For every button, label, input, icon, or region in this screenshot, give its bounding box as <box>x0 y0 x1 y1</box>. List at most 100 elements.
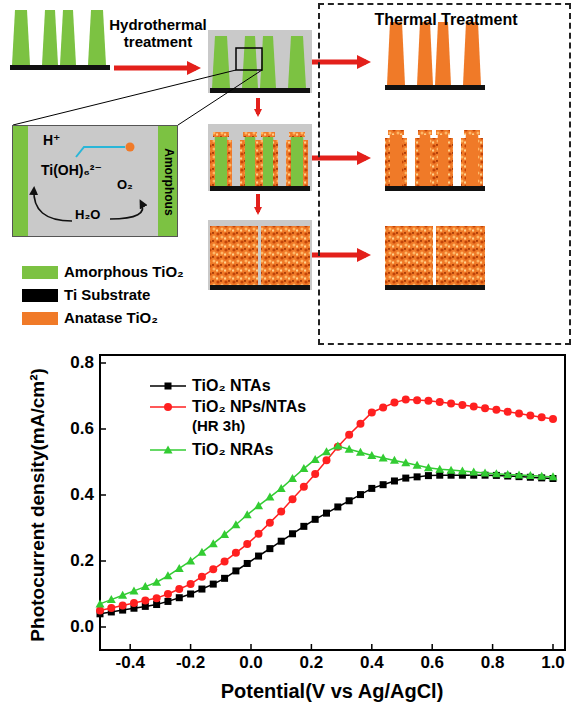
legend-text: Ti Substrate <box>64 286 150 303</box>
data-marker <box>232 549 240 557</box>
y-tick <box>100 362 106 364</box>
data-marker <box>492 406 500 414</box>
data-marker <box>515 410 523 418</box>
reaction-arrow <box>34 189 72 221</box>
zoom-line <box>13 70 236 125</box>
y-tick <box>100 428 106 430</box>
amorphous-wall <box>158 125 178 237</box>
data-marker <box>549 415 557 423</box>
nanoparticles <box>436 130 450 135</box>
data-marker <box>277 508 285 516</box>
ti-substrate <box>210 186 310 191</box>
nanoparticles <box>385 138 390 186</box>
species-label: Ti(OH)₆²⁻ <box>41 162 102 178</box>
data-marker <box>187 580 195 588</box>
nanotube <box>417 22 433 85</box>
ti-substrate <box>385 186 485 191</box>
data-marker <box>380 481 387 488</box>
data-marker <box>367 451 376 459</box>
section-title: Thermal Treatment <box>374 11 517 29</box>
nanoparticles <box>388 130 404 135</box>
nanoparticles <box>273 140 278 186</box>
x-tick <box>190 644 192 650</box>
nanoparticles <box>303 140 308 186</box>
process-arrow <box>312 60 366 65</box>
nanoparticle-array <box>210 226 258 285</box>
x-tick <box>311 644 313 650</box>
data-marker <box>402 396 410 404</box>
data-marker <box>390 456 399 464</box>
data-marker <box>526 471 535 479</box>
nanotube-stages <box>10 10 485 290</box>
data-marker <box>243 540 251 548</box>
data-marker <box>515 470 524 478</box>
species-label: H₂O <box>75 208 100 223</box>
data-marker <box>209 539 218 547</box>
data-marker <box>255 553 262 560</box>
process-arrow <box>256 194 260 212</box>
data-marker <box>119 602 127 610</box>
process-arrow <box>114 66 196 71</box>
data-marker <box>379 404 387 412</box>
data-marker <box>537 472 546 480</box>
data-curve <box>100 475 553 614</box>
zoom-line <box>178 70 262 125</box>
nanoparticle-array <box>436 226 485 285</box>
data-marker <box>210 581 217 588</box>
x-tick <box>129 644 131 650</box>
process-arrow <box>312 253 366 258</box>
zoom-box <box>236 48 262 70</box>
data-marker <box>107 604 115 612</box>
data-marker <box>198 586 205 593</box>
data-marker <box>538 413 546 421</box>
data-marker <box>289 495 297 503</box>
data-marker <box>424 463 433 471</box>
data-marker <box>244 560 251 567</box>
nanoparticle-array <box>385 226 433 285</box>
plot-frame <box>100 355 565 650</box>
data-marker <box>368 409 376 417</box>
species-label: O₂ <box>117 178 133 193</box>
data-marker <box>130 599 138 607</box>
y-tick <box>100 494 106 496</box>
data-marker <box>266 545 273 552</box>
nanotube <box>435 22 451 85</box>
legend-note: (HR 3h) <box>192 417 245 434</box>
data-marker <box>436 398 444 406</box>
data-marker <box>300 523 307 530</box>
legend-text: TiO₂ NPs/NTAs <box>192 398 306 416</box>
data-marker <box>129 586 138 594</box>
inset-ground <box>12 125 178 237</box>
data-marker <box>503 470 512 478</box>
nanoparticles <box>464 130 480 135</box>
axis-title: Photocurrent density(mA/cm²) <box>27 368 49 641</box>
thermal-treatment-box: Thermal Treatment <box>318 3 571 345</box>
process-arrow <box>256 98 260 114</box>
nanoparticles <box>213 132 229 137</box>
nanotube <box>387 22 405 85</box>
data-marker <box>424 397 432 405</box>
data-marker <box>379 453 388 461</box>
data-marker <box>481 468 490 476</box>
data-marker <box>186 557 195 565</box>
tick-label: 0.6 <box>420 653 444 673</box>
solution-ground <box>208 30 312 93</box>
data-marker <box>323 510 330 517</box>
data-marker <box>107 595 116 603</box>
data-marker <box>231 520 240 528</box>
data-marker <box>198 573 206 581</box>
ti-substrate <box>385 285 485 290</box>
tick-label: 0.0 <box>239 653 263 673</box>
nanoparticles <box>433 138 438 186</box>
nanoparticles <box>286 140 291 186</box>
data-marker <box>436 472 443 479</box>
data-marker <box>153 594 161 602</box>
solution-ground <box>208 124 312 191</box>
data-marker <box>346 497 353 504</box>
species-label: H⁺ <box>43 132 61 148</box>
data-marker <box>504 408 512 416</box>
data-marker <box>345 431 353 439</box>
data-marker <box>299 464 308 472</box>
tick-label: -0.2 <box>176 653 205 673</box>
data-marker <box>345 445 354 453</box>
